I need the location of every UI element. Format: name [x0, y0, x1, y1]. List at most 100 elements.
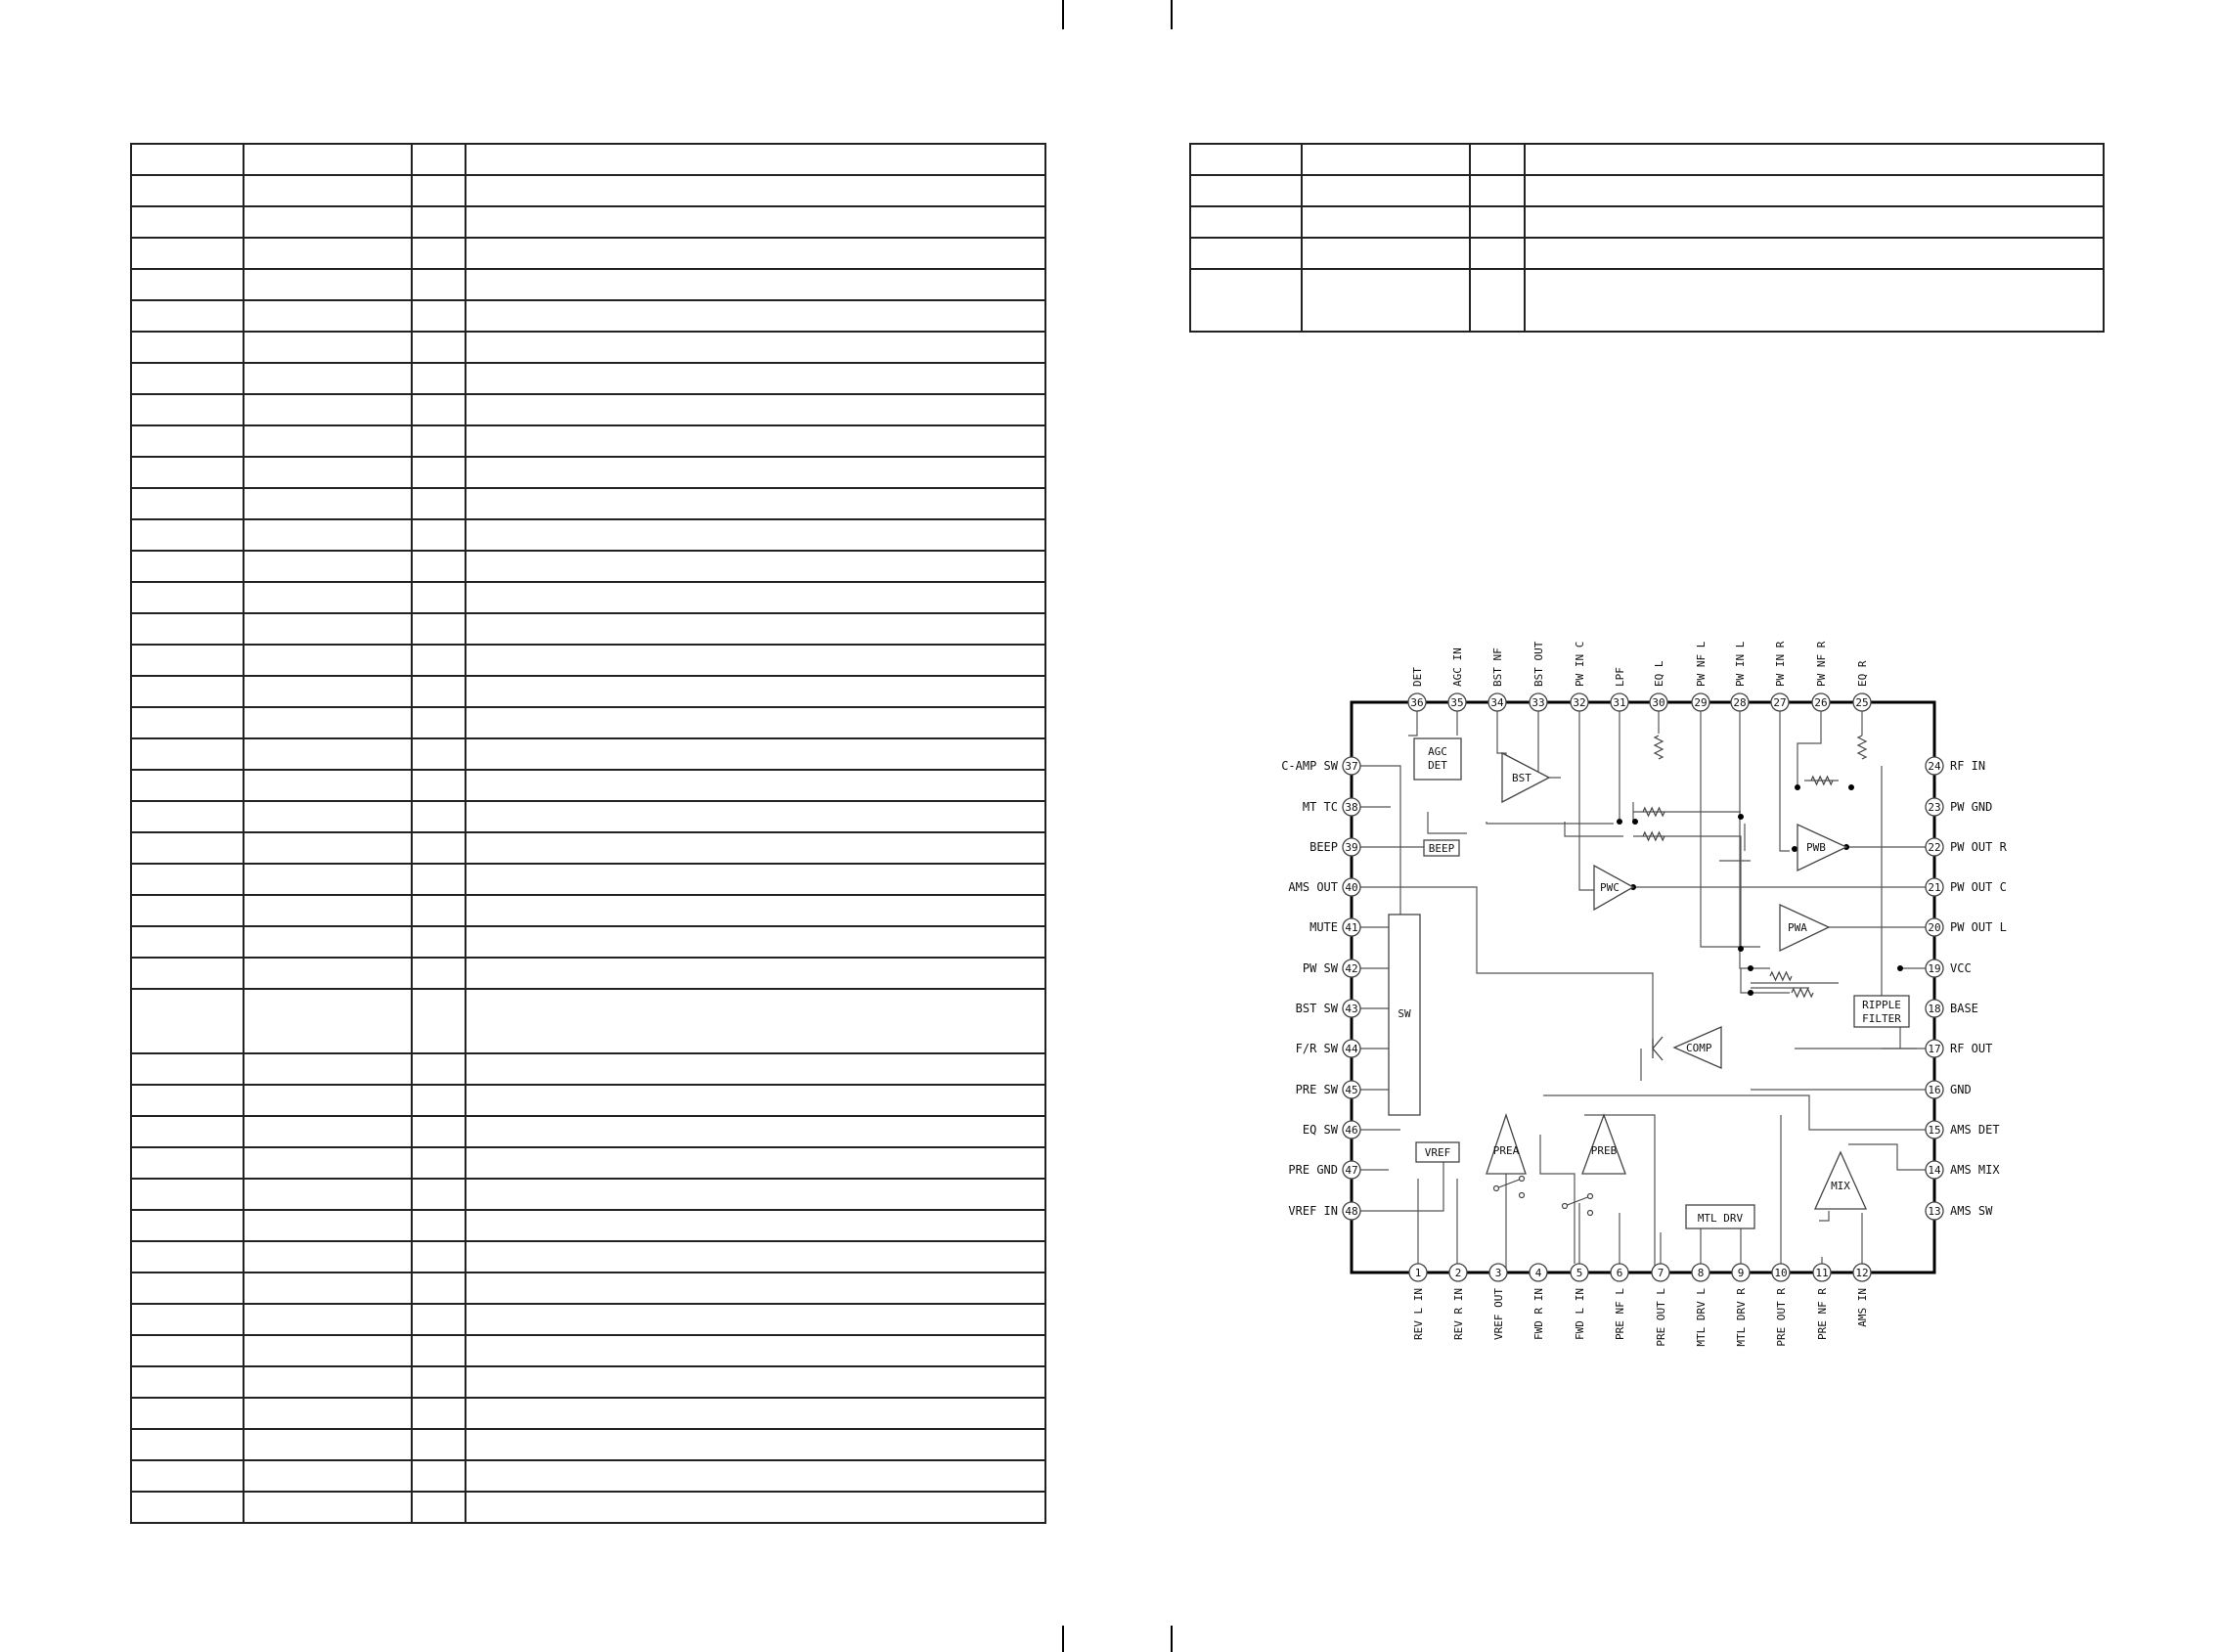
- pin-46-number: 46: [1345, 1124, 1357, 1137]
- junction-dot: [1617, 819, 1622, 825]
- wire: [1848, 1143, 1926, 1171]
- table-cell: [243, 769, 413, 802]
- table-cell: [411, 143, 466, 176]
- table-row: [1189, 143, 2105, 176]
- pin-9-circle: [1731, 1263, 1751, 1282]
- table-cell: [411, 550, 466, 583]
- table-cell: [411, 456, 466, 489]
- table-cell: [465, 362, 1046, 395]
- sw-block: [1388, 914, 1421, 1116]
- table-cell: [465, 1209, 1046, 1242]
- table-row: [130, 1334, 1046, 1367]
- table-cell: [411, 299, 466, 333]
- table-row: [130, 237, 1046, 270]
- table-row: [130, 550, 1046, 583]
- pin-21-circle: [1925, 877, 1944, 897]
- chip-outline: [1350, 700, 1936, 1274]
- pin-25-circle: [1852, 692, 1872, 712]
- pin-6-circle: [1610, 1263, 1629, 1282]
- switch: [1495, 1178, 1591, 1207]
- table-cell: [465, 863, 1046, 896]
- beep-block: [1423, 839, 1460, 857]
- table-cell: [465, 1459, 1046, 1493]
- table-cell: [1469, 237, 1526, 270]
- table-row: [1189, 237, 2105, 270]
- table-cell: [465, 1428, 1046, 1461]
- table-cell: [465, 831, 1046, 865]
- table-cell: [465, 393, 1046, 426]
- table-cell: [243, 518, 413, 552]
- table-row: [130, 988, 1046, 1054]
- pin-4-circle: [1529, 1263, 1548, 1282]
- table-cell: [411, 988, 466, 1054]
- table-cell: [243, 362, 413, 395]
- pin-37-number: 37: [1345, 760, 1357, 773]
- pin-42-label: PW SW: [1303, 961, 1339, 975]
- wire: [1740, 968, 1790, 994]
- ripple-filter-label: RIPPLE: [1862, 999, 1901, 1011]
- table-cell: [243, 1459, 413, 1493]
- table-row: [130, 1491, 1046, 1524]
- pin-30-circle: [1649, 692, 1668, 712]
- table-row: [1189, 174, 2105, 207]
- table-cell: [465, 143, 1046, 176]
- table-cell: [411, 1272, 466, 1305]
- pin-1-circle: [1408, 1263, 1428, 1282]
- table-cell: [243, 205, 413, 239]
- table-cell: [465, 988, 1046, 1054]
- pin-41-number: 41: [1345, 921, 1357, 934]
- pin-42-circle: [1342, 959, 1361, 978]
- table-cell: [411, 487, 466, 520]
- table-cell: [130, 424, 244, 458]
- pin-26-circle: [1811, 692, 1831, 712]
- beep-label: BEEP: [1429, 842, 1455, 855]
- pin-36-number: 36: [1410, 696, 1423, 709]
- wire: [1564, 822, 1623, 837]
- pin-34-number: 34: [1490, 696, 1504, 709]
- table-cell: [465, 1491, 1046, 1524]
- pin-43-label: BST SW: [1296, 1002, 1339, 1015]
- pin-43-number: 43: [1345, 1003, 1357, 1015]
- pin-37-circle: [1342, 756, 1361, 776]
- pin-11-label: PRE NF R: [1816, 1288, 1829, 1340]
- table-cell: [1524, 143, 2105, 176]
- pin-41-circle: [1342, 917, 1361, 937]
- table-row: [130, 1209, 1046, 1242]
- table-cell: [465, 299, 1046, 333]
- pin-13-number: 13: [1928, 1205, 1940, 1218]
- junction-dot: [1748, 965, 1753, 971]
- pin-22-circle: [1925, 837, 1944, 857]
- pin-3-circle: [1488, 1263, 1508, 1282]
- preb-label: PREB: [1591, 1144, 1618, 1157]
- switch-contact: [1518, 1191, 1526, 1199]
- mix-label: MIX: [1831, 1180, 1850, 1192]
- table-cell: [465, 769, 1046, 802]
- table-row: [130, 174, 1046, 207]
- prea-amp: [1486, 1112, 1527, 1175]
- pin-17-number: 17: [1928, 1043, 1940, 1055]
- table-cell: [243, 1365, 413, 1399]
- pin-44-number: 44: [1345, 1043, 1358, 1055]
- table-row: [130, 393, 1046, 426]
- pin-description-table-left: [130, 143, 1046, 1524]
- table-cell: [130, 268, 244, 301]
- table-cell: [1469, 143, 1526, 176]
- table-cell: [130, 1303, 244, 1336]
- table-cell: [130, 331, 244, 364]
- pin-28-circle: [1730, 692, 1750, 712]
- table-cell: [130, 1334, 244, 1367]
- mtl-drv-label: MTL DRV: [1698, 1212, 1744, 1225]
- pin-12-label: AMS IN: [1856, 1288, 1869, 1327]
- switch-contact: [1586, 1192, 1594, 1200]
- table-cell: [465, 1178, 1046, 1211]
- pin-29-label: PW NF L: [1695, 641, 1708, 687]
- pin-31-number: 31: [1613, 696, 1625, 709]
- pin-24-label: RF IN: [1950, 759, 1985, 773]
- table-cell: [130, 894, 244, 927]
- junction-dot: [1748, 990, 1753, 996]
- table-cell: [411, 800, 466, 833]
- table-cell: [411, 1491, 466, 1524]
- pin-14-number: 14: [1928, 1164, 1941, 1177]
- wire: [1427, 812, 1467, 834]
- table-cell: [243, 1491, 413, 1524]
